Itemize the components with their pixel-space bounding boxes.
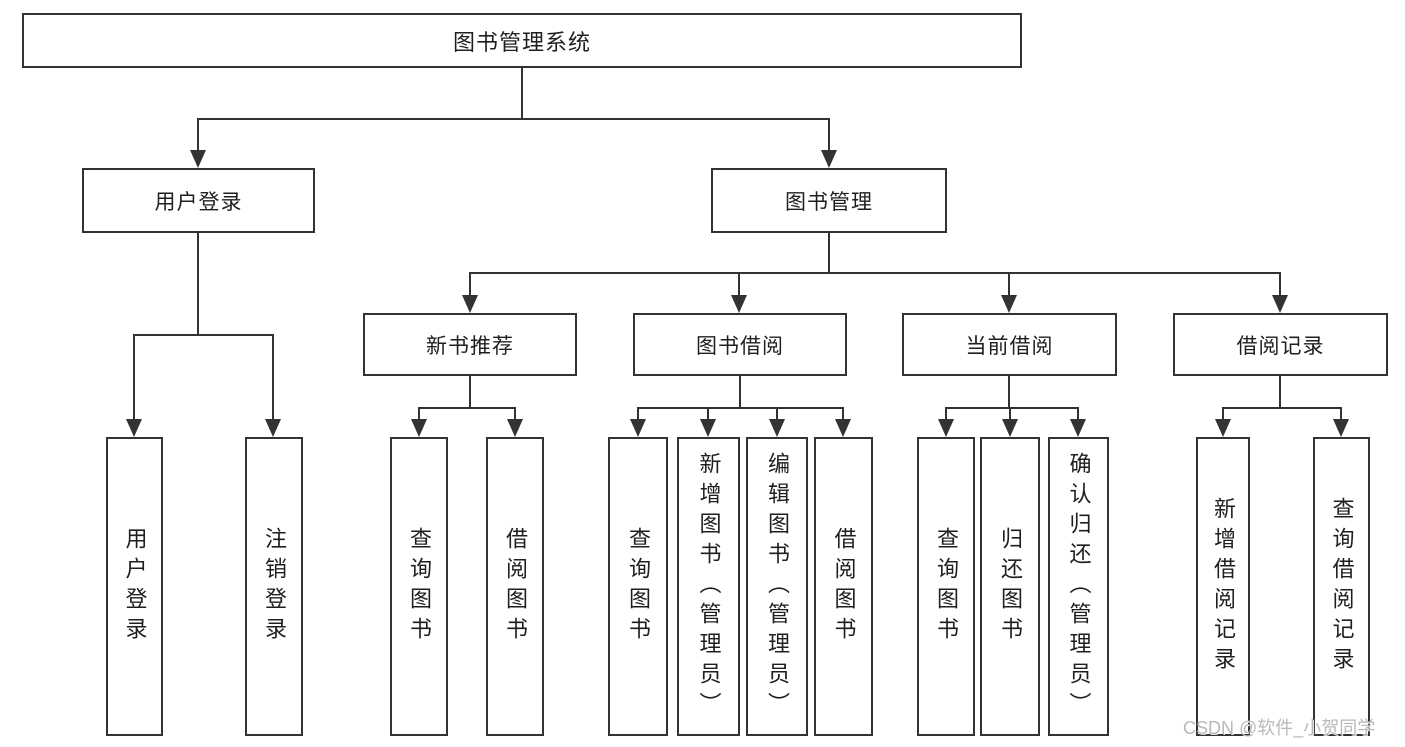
leaf-query-books-current-label: 查询图书 bbox=[934, 526, 959, 647]
node-borrow-records: 借阅记录 bbox=[1173, 313, 1388, 376]
leaf-confirm-return-admin-label: 确认归还（管理员） bbox=[1066, 451, 1092, 722]
node-current-borrowing-label: 当前借阅 bbox=[965, 334, 1054, 358]
node-root-label: 图书管理系统 bbox=[452, 29, 591, 55]
leaf-user-login: 用户登录 bbox=[106, 437, 163, 736]
leaf-add-book-admin-label: 新增图书（管理员） bbox=[696, 451, 722, 722]
node-book-borrowing: 图书借阅 bbox=[633, 313, 847, 376]
csdn-watermark: CSDN @软件_小贺同学 bbox=[1183, 718, 1376, 738]
leaf-confirm-return-admin: 确认归还（管理员） bbox=[1048, 437, 1109, 736]
leaf-add-borrow-record-label: 新增借阅记录 bbox=[1211, 496, 1236, 677]
node-book-borrowing-label: 图书借阅 bbox=[696, 334, 784, 358]
node-new-book-recommend-label: 新书推荐 bbox=[426, 334, 514, 358]
leaf-query-borrow-record: 查询借阅记录 bbox=[1313, 437, 1370, 736]
leaf-logout: 注销登录 bbox=[245, 437, 303, 736]
node-user-login: 用户登录 bbox=[82, 168, 315, 233]
node-current-borrowing: 当前借阅 bbox=[902, 313, 1117, 376]
node-new-book-recommend: 新书推荐 bbox=[363, 313, 577, 376]
node-book-management: 图书管理 bbox=[711, 168, 947, 233]
leaf-query-books-borrowing: 查询图书 bbox=[608, 437, 668, 736]
leaf-query-books-borrowing-label: 查询图书 bbox=[626, 526, 651, 647]
node-borrow-records-label: 借阅记录 bbox=[1236, 334, 1325, 358]
leaf-add-borrow-record: 新增借阅记录 bbox=[1196, 437, 1250, 736]
node-user-login-label: 用户登录 bbox=[154, 190, 243, 214]
leaf-logout-label: 注销登录 bbox=[262, 526, 287, 647]
leaf-add-book-admin: 新增图书（管理员） bbox=[677, 437, 740, 736]
leaf-edit-book-admin: 编辑图书（管理员） bbox=[746, 437, 808, 736]
node-root-system: 图书管理系统 bbox=[22, 13, 1022, 68]
leaf-query-books-recommend-label: 查询图书 bbox=[407, 526, 432, 647]
leaf-borrow-books-recommend-label: 借阅图书 bbox=[503, 526, 528, 647]
leaf-borrow-books-borrowing-label: 借阅图书 bbox=[831, 526, 857, 647]
node-book-management-label: 图书管理 bbox=[785, 190, 873, 214]
leaf-query-books-recommend: 查询图书 bbox=[390, 437, 448, 736]
leaf-user-login-label: 用户登录 bbox=[122, 526, 148, 647]
leaf-return-books-label: 归还图书 bbox=[998, 526, 1023, 647]
leaf-borrow-books-recommend: 借阅图书 bbox=[486, 437, 544, 736]
leaf-edit-book-admin-label: 编辑图书（管理员） bbox=[765, 451, 790, 722]
leaf-query-books-current: 查询图书 bbox=[917, 437, 975, 736]
leaf-query-borrow-record-label: 查询借阅记录 bbox=[1329, 496, 1355, 677]
leaf-return-books: 归还图书 bbox=[980, 437, 1040, 736]
leaf-borrow-books-borrowing: 借阅图书 bbox=[814, 437, 873, 736]
